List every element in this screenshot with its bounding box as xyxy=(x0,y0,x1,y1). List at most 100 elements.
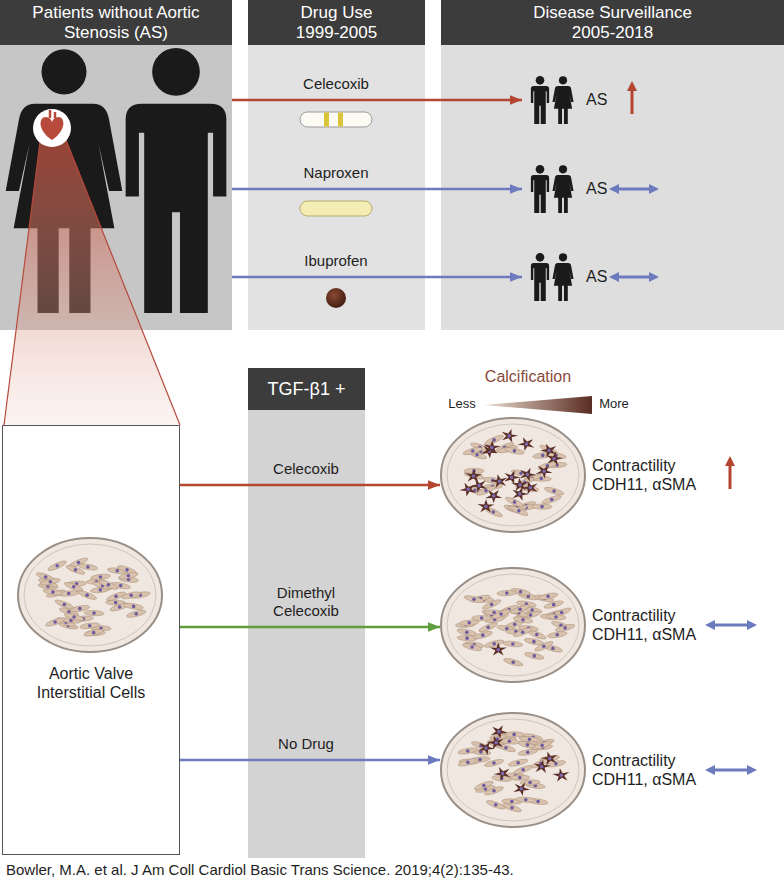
cell-nucleus xyxy=(554,762,558,766)
culture-dishes xyxy=(18,418,585,827)
cell-nucleus xyxy=(88,624,92,628)
cell-nucleus xyxy=(481,633,485,637)
cell-nucleus xyxy=(464,623,468,627)
drug-label: No Drug xyxy=(275,735,337,753)
valve-cell xyxy=(546,613,566,620)
outcome-text: AS xyxy=(586,179,607,198)
valve-cell xyxy=(504,619,525,630)
cell-nucleus xyxy=(46,584,50,588)
cell-nucleus xyxy=(492,761,496,765)
calcified-cell xyxy=(534,760,551,774)
woman-figure xyxy=(552,165,573,213)
valve-cell xyxy=(485,799,506,811)
valve-cell xyxy=(110,581,131,590)
cell-nucleus xyxy=(466,488,470,492)
dish-inner-rim xyxy=(447,574,579,676)
cell-nucleus xyxy=(517,509,521,513)
result-text: Contractility CDH11, αSMA xyxy=(592,751,704,789)
cell-nucleus xyxy=(501,772,505,776)
outcome-group: AS xyxy=(522,249,682,305)
aorta-icon xyxy=(50,110,55,118)
valve-cell xyxy=(59,606,80,617)
leader-line xyxy=(4,142,40,425)
outcome-text: AS xyxy=(586,267,607,286)
cell-nucleus xyxy=(540,765,544,769)
pill-stripe xyxy=(324,113,329,127)
patient-panel xyxy=(0,0,232,330)
cell-nucleus xyxy=(139,593,143,597)
valve-cell xyxy=(47,559,67,572)
cell-nucleus xyxy=(518,776,522,780)
valve-cell xyxy=(459,759,479,765)
drug-arrow xyxy=(180,484,440,487)
valve-cell xyxy=(518,592,539,601)
cell-nucleus xyxy=(500,777,504,781)
cell-nucleus xyxy=(63,603,67,607)
cell-nucleus xyxy=(540,744,544,748)
valve-cell xyxy=(516,500,537,511)
valve-cell xyxy=(40,577,61,586)
valve-cell xyxy=(502,802,523,813)
cell-nucleus xyxy=(548,757,552,761)
valve-cell xyxy=(470,441,491,453)
cell-nucleus xyxy=(546,595,550,599)
cell-nucleus xyxy=(484,489,488,493)
cell-nucleus xyxy=(529,613,533,617)
cell-nucleus xyxy=(528,737,532,741)
drug-label: Celecoxib xyxy=(300,75,372,93)
dish-rim xyxy=(441,568,585,682)
woman-figure xyxy=(6,49,123,313)
pill-stripe xyxy=(338,113,343,127)
valve-cell xyxy=(502,798,522,804)
valve-cell xyxy=(551,606,571,618)
cell-nucleus xyxy=(115,569,119,573)
cell-nucleus xyxy=(528,781,532,785)
valve-cell xyxy=(544,609,565,620)
valve-cell xyxy=(121,590,142,600)
cell-nucleus xyxy=(69,619,73,623)
cell-nucleus xyxy=(548,757,552,761)
cell-nucleus xyxy=(532,640,536,644)
cell-nucleus xyxy=(92,631,96,635)
valve-cell xyxy=(512,626,533,638)
valve-cell xyxy=(525,782,545,789)
cell-nucleus xyxy=(82,617,86,621)
valve-cell xyxy=(511,469,532,479)
valve-cell xyxy=(84,610,104,616)
cell-nucleus xyxy=(127,574,131,578)
valve-cell xyxy=(118,571,139,580)
cell-nucleus xyxy=(507,434,511,438)
cell-nucleus xyxy=(67,592,71,596)
calcified-cell xyxy=(478,741,495,755)
valve-cell xyxy=(471,748,491,756)
cell-nucleus xyxy=(467,621,471,625)
cell-nucleus xyxy=(470,645,474,649)
cell-nucleus xyxy=(134,612,138,616)
drug-arrow xyxy=(232,276,522,279)
valve-cell xyxy=(510,603,531,615)
cell-nucleus xyxy=(531,735,535,739)
cell-nucleus xyxy=(479,597,483,601)
calcified-cell xyxy=(540,444,557,458)
cell-nucleus xyxy=(107,583,111,587)
cell-nucleus xyxy=(492,611,496,615)
cell-nucleus xyxy=(484,505,488,509)
cell-nucleus xyxy=(492,494,496,498)
valve-cell xyxy=(470,756,490,763)
valve-cell xyxy=(507,504,527,510)
cell-nucleus xyxy=(492,438,496,442)
valve-cell xyxy=(56,616,77,628)
valve-cell xyxy=(459,619,479,626)
valve-cell xyxy=(98,578,118,591)
cell-nucleus xyxy=(85,593,89,597)
cell-nucleus xyxy=(75,582,79,586)
valve-cell xyxy=(73,615,93,622)
cell-nucleus xyxy=(526,743,530,747)
surveillance-panel xyxy=(441,0,784,330)
valve-cell xyxy=(517,748,538,757)
drug-label: Ibuprofen xyxy=(301,252,370,270)
cell-nucleus xyxy=(488,449,492,453)
cell-nucleus xyxy=(510,476,514,480)
valve-cell xyxy=(462,642,483,652)
